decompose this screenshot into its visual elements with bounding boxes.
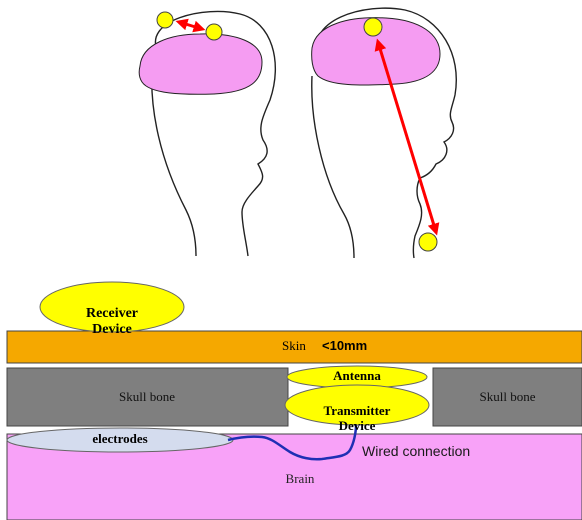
transmitter-label: Transmitter Device <box>297 389 417 434</box>
skin-thickness-label: <10mm <box>322 339 367 354</box>
skin-label-text: Skin <box>282 338 306 353</box>
right-neck-outline <box>312 76 354 258</box>
left-brain-region <box>139 34 262 94</box>
wired-connection-text: Wired connection <box>362 443 470 459</box>
skull-right-text: Skull bone <box>480 389 536 404</box>
receiver-label-text: Receiver Device <box>86 306 138 337</box>
electrodes-text: electrodes <box>92 431 147 446</box>
right-device-dot-top <box>364 18 382 36</box>
left-device-dot-b <box>206 24 222 40</box>
skin-thickness-text: <10mm <box>322 338 367 353</box>
antenna-label: Antenna <box>307 369 407 384</box>
left-neck-outline <box>152 70 196 256</box>
left-red-arrow <box>179 22 202 29</box>
left-device-dot-a <box>157 12 173 28</box>
brain-text: Brain <box>286 471 315 486</box>
skull-left-label: Skull bone <box>87 390 207 405</box>
receiver-label: Receiver Device <box>57 290 167 338</box>
head-illustrations <box>0 0 582 270</box>
brain-label: Brain <box>270 472 330 487</box>
skin-label: Skin <box>282 339 306 354</box>
skull-right-label: Skull bone <box>450 390 565 405</box>
right-head <box>312 8 457 258</box>
transmitter-text: Transmitter Device <box>324 403 391 433</box>
wired-connection-label: Wired connection <box>362 443 470 459</box>
electrodes-label: electrodes <box>70 432 170 447</box>
right-device-dot-bottom <box>419 233 437 251</box>
antenna-text: Antenna <box>333 368 381 383</box>
skull-left-text: Skull bone <box>119 389 175 404</box>
left-head <box>139 11 275 256</box>
